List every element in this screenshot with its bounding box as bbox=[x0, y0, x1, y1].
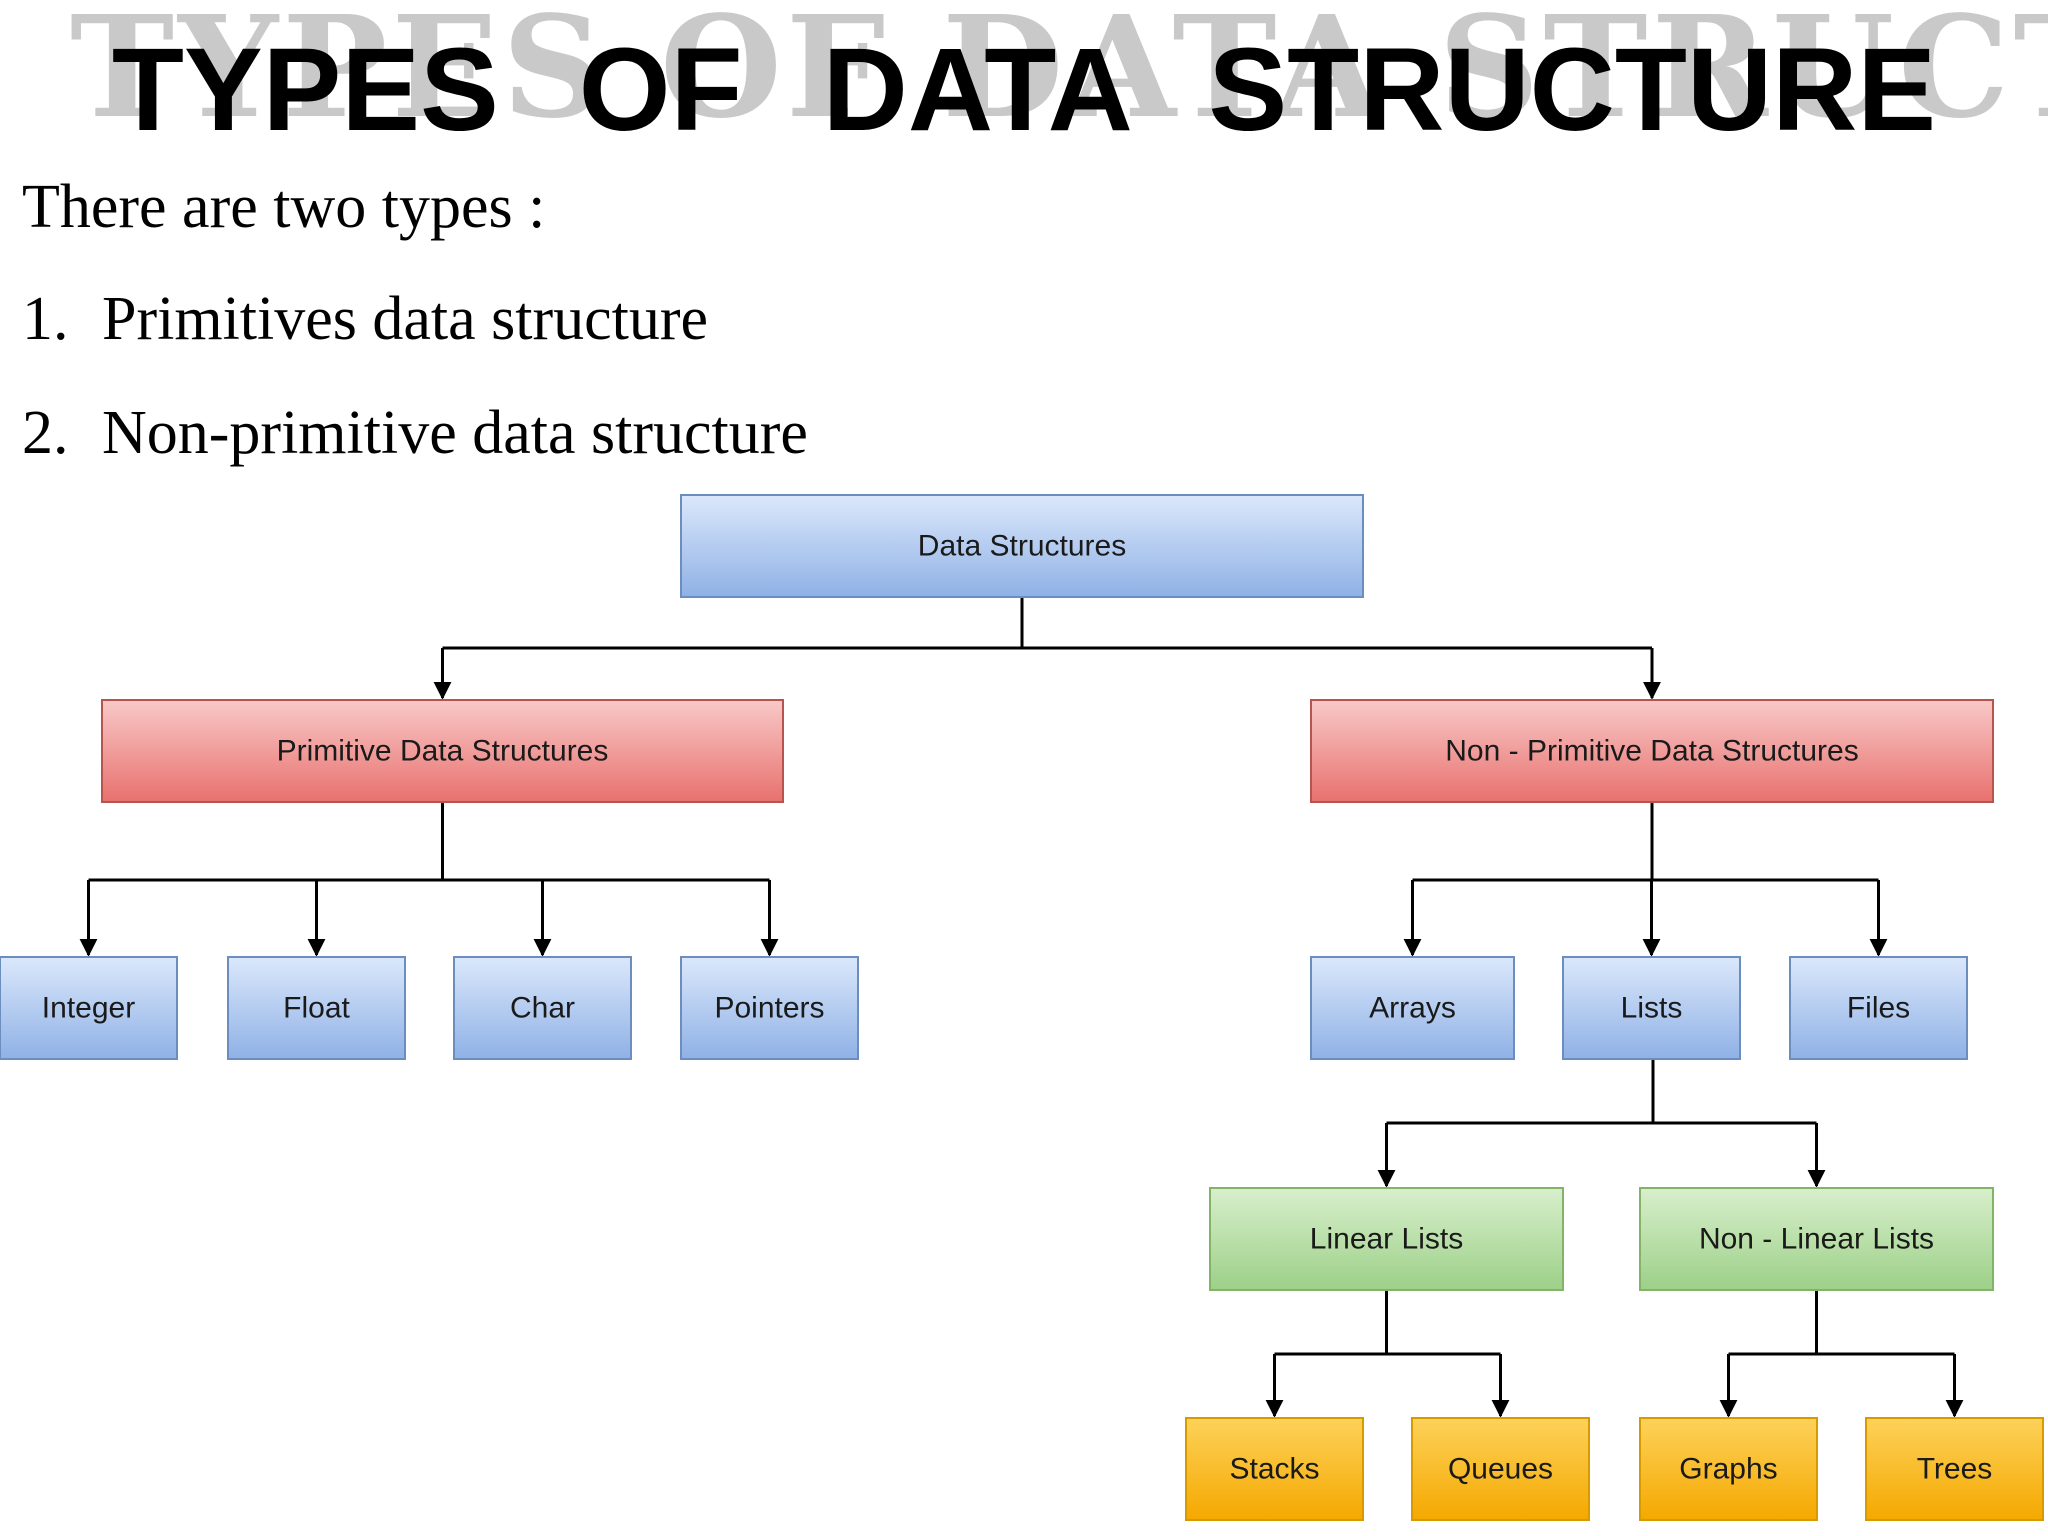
slide-title: TYPES OF DATA STRUCTURE bbox=[111, 24, 1937, 156]
list-item-number: 1. bbox=[22, 285, 69, 353]
node-integer: Integer bbox=[0, 956, 178, 1060]
node-data-structures: Data Structures bbox=[680, 494, 1364, 598]
node-non-linear-lists: Non - Linear Lists bbox=[1639, 1187, 1994, 1291]
node-label: Float bbox=[283, 992, 350, 1025]
node-float: Float bbox=[227, 956, 406, 1060]
node-box bbox=[453, 956, 632, 1060]
node-box bbox=[680, 494, 1364, 598]
node-box bbox=[1310, 956, 1515, 1060]
node-label: Graphs bbox=[1679, 1453, 1777, 1486]
intro-text: There are two types : bbox=[22, 173, 546, 241]
node-label: Pointers bbox=[714, 992, 824, 1025]
node-label: Integer bbox=[42, 992, 135, 1025]
node-box bbox=[1411, 1417, 1590, 1521]
node-box bbox=[1185, 1417, 1364, 1521]
node-label: Char bbox=[510, 992, 575, 1025]
node-box bbox=[1562, 956, 1741, 1060]
node-char: Char bbox=[453, 956, 632, 1060]
node-label: Non - Linear Lists bbox=[1699, 1223, 1934, 1256]
node-label: Linear Lists bbox=[1310, 1223, 1463, 1256]
node-box bbox=[1789, 956, 1968, 1060]
list-item-number: 2. bbox=[22, 399, 69, 467]
node-label: Lists bbox=[1621, 992, 1683, 1025]
node-arrays: Arrays bbox=[1310, 956, 1515, 1060]
node-box bbox=[1639, 1417, 1818, 1521]
node-label: Arrays bbox=[1369, 992, 1456, 1025]
node-box bbox=[1639, 1187, 1994, 1291]
types-list: 1. Primitives data structure 2. Non-primit… bbox=[22, 282, 808, 510]
node-label: Data Structures bbox=[918, 530, 1126, 563]
node-box bbox=[227, 956, 406, 1060]
node-linear-lists: Linear Lists bbox=[1209, 1187, 1564, 1291]
list-item: 1. Primitives data structure bbox=[22, 282, 808, 396]
node-files: Files bbox=[1789, 956, 1968, 1060]
node-box bbox=[1310, 699, 1994, 803]
connector-lines bbox=[79, 597, 1964, 1418]
node-box bbox=[101, 699, 784, 803]
node-non-primitive-data-structures: Non - Primitive Data Structures bbox=[1310, 699, 1994, 803]
list-item-text: Non-primitive data structure bbox=[102, 399, 808, 467]
node-pointers: Pointers bbox=[680, 956, 859, 1060]
node-box bbox=[0, 956, 178, 1060]
node-trees: Trees bbox=[1865, 1417, 2044, 1521]
node-graphs: Graphs bbox=[1639, 1417, 1818, 1521]
background-title-watermark: TYPES OF DATA STRUCTURE bbox=[70, 0, 2048, 150]
node-box bbox=[680, 956, 859, 1060]
node-primitive-data-structures: Primitive Data Structures bbox=[101, 699, 784, 803]
node-label: Queues bbox=[1448, 1453, 1553, 1486]
node-label: Primitive Data Structures bbox=[277, 735, 609, 768]
node-label: Stacks bbox=[1229, 1453, 1319, 1486]
node-box bbox=[1209, 1187, 1564, 1291]
node-stacks: Stacks bbox=[1185, 1417, 1364, 1521]
node-box bbox=[1865, 1417, 2044, 1521]
node-lists: Lists bbox=[1562, 956, 1741, 1060]
list-item-text: Primitives data structure bbox=[102, 285, 709, 353]
node-label: Trees bbox=[1917, 1453, 1993, 1486]
list-item: 2. Non-primitive data structure bbox=[22, 396, 808, 510]
node-queues: Queues bbox=[1411, 1417, 1590, 1521]
node-label: Non - Primitive Data Structures bbox=[1445, 735, 1858, 768]
node-label: Files bbox=[1847, 992, 1910, 1025]
